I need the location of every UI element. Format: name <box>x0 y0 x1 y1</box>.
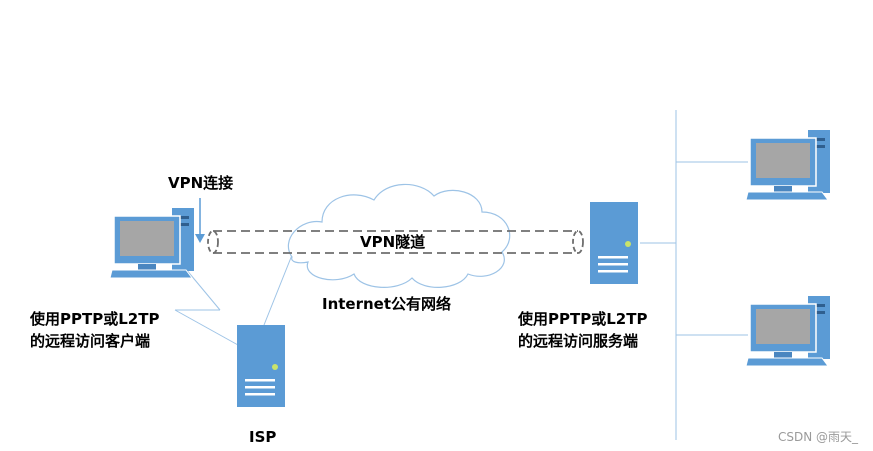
network-wires <box>174 110 748 440</box>
client-label-line2: 的远程访问客户端 <box>30 332 151 350</box>
vpn-tunnel <box>207 230 584 254</box>
server-label-line1: 使用PPTP或L2TP <box>518 310 648 328</box>
internet-cloud <box>287 183 511 288</box>
isp-server-icon <box>237 325 285 407</box>
lan-computer-bottom-icon <box>745 295 831 367</box>
vpn-connection-arrow <box>195 198 205 243</box>
vpn-connection-label: VPN连接 <box>168 174 234 192</box>
server-label-line2: 的远程访问服务端 <box>518 332 639 350</box>
watermark: CSDN @雨天_ <box>778 430 859 444</box>
internet-label: Internet公有网络 <box>322 295 452 313</box>
client-computer-icon <box>109 207 195 279</box>
isp-label: ISP <box>249 428 277 446</box>
client-label-line1: 使用PPTP或L2TP <box>30 310 160 328</box>
vpn-tunnel-label: VPN隧道 <box>360 233 426 251</box>
lan-computer-top-icon <box>745 129 831 201</box>
vpn-server-icon <box>590 202 638 284</box>
